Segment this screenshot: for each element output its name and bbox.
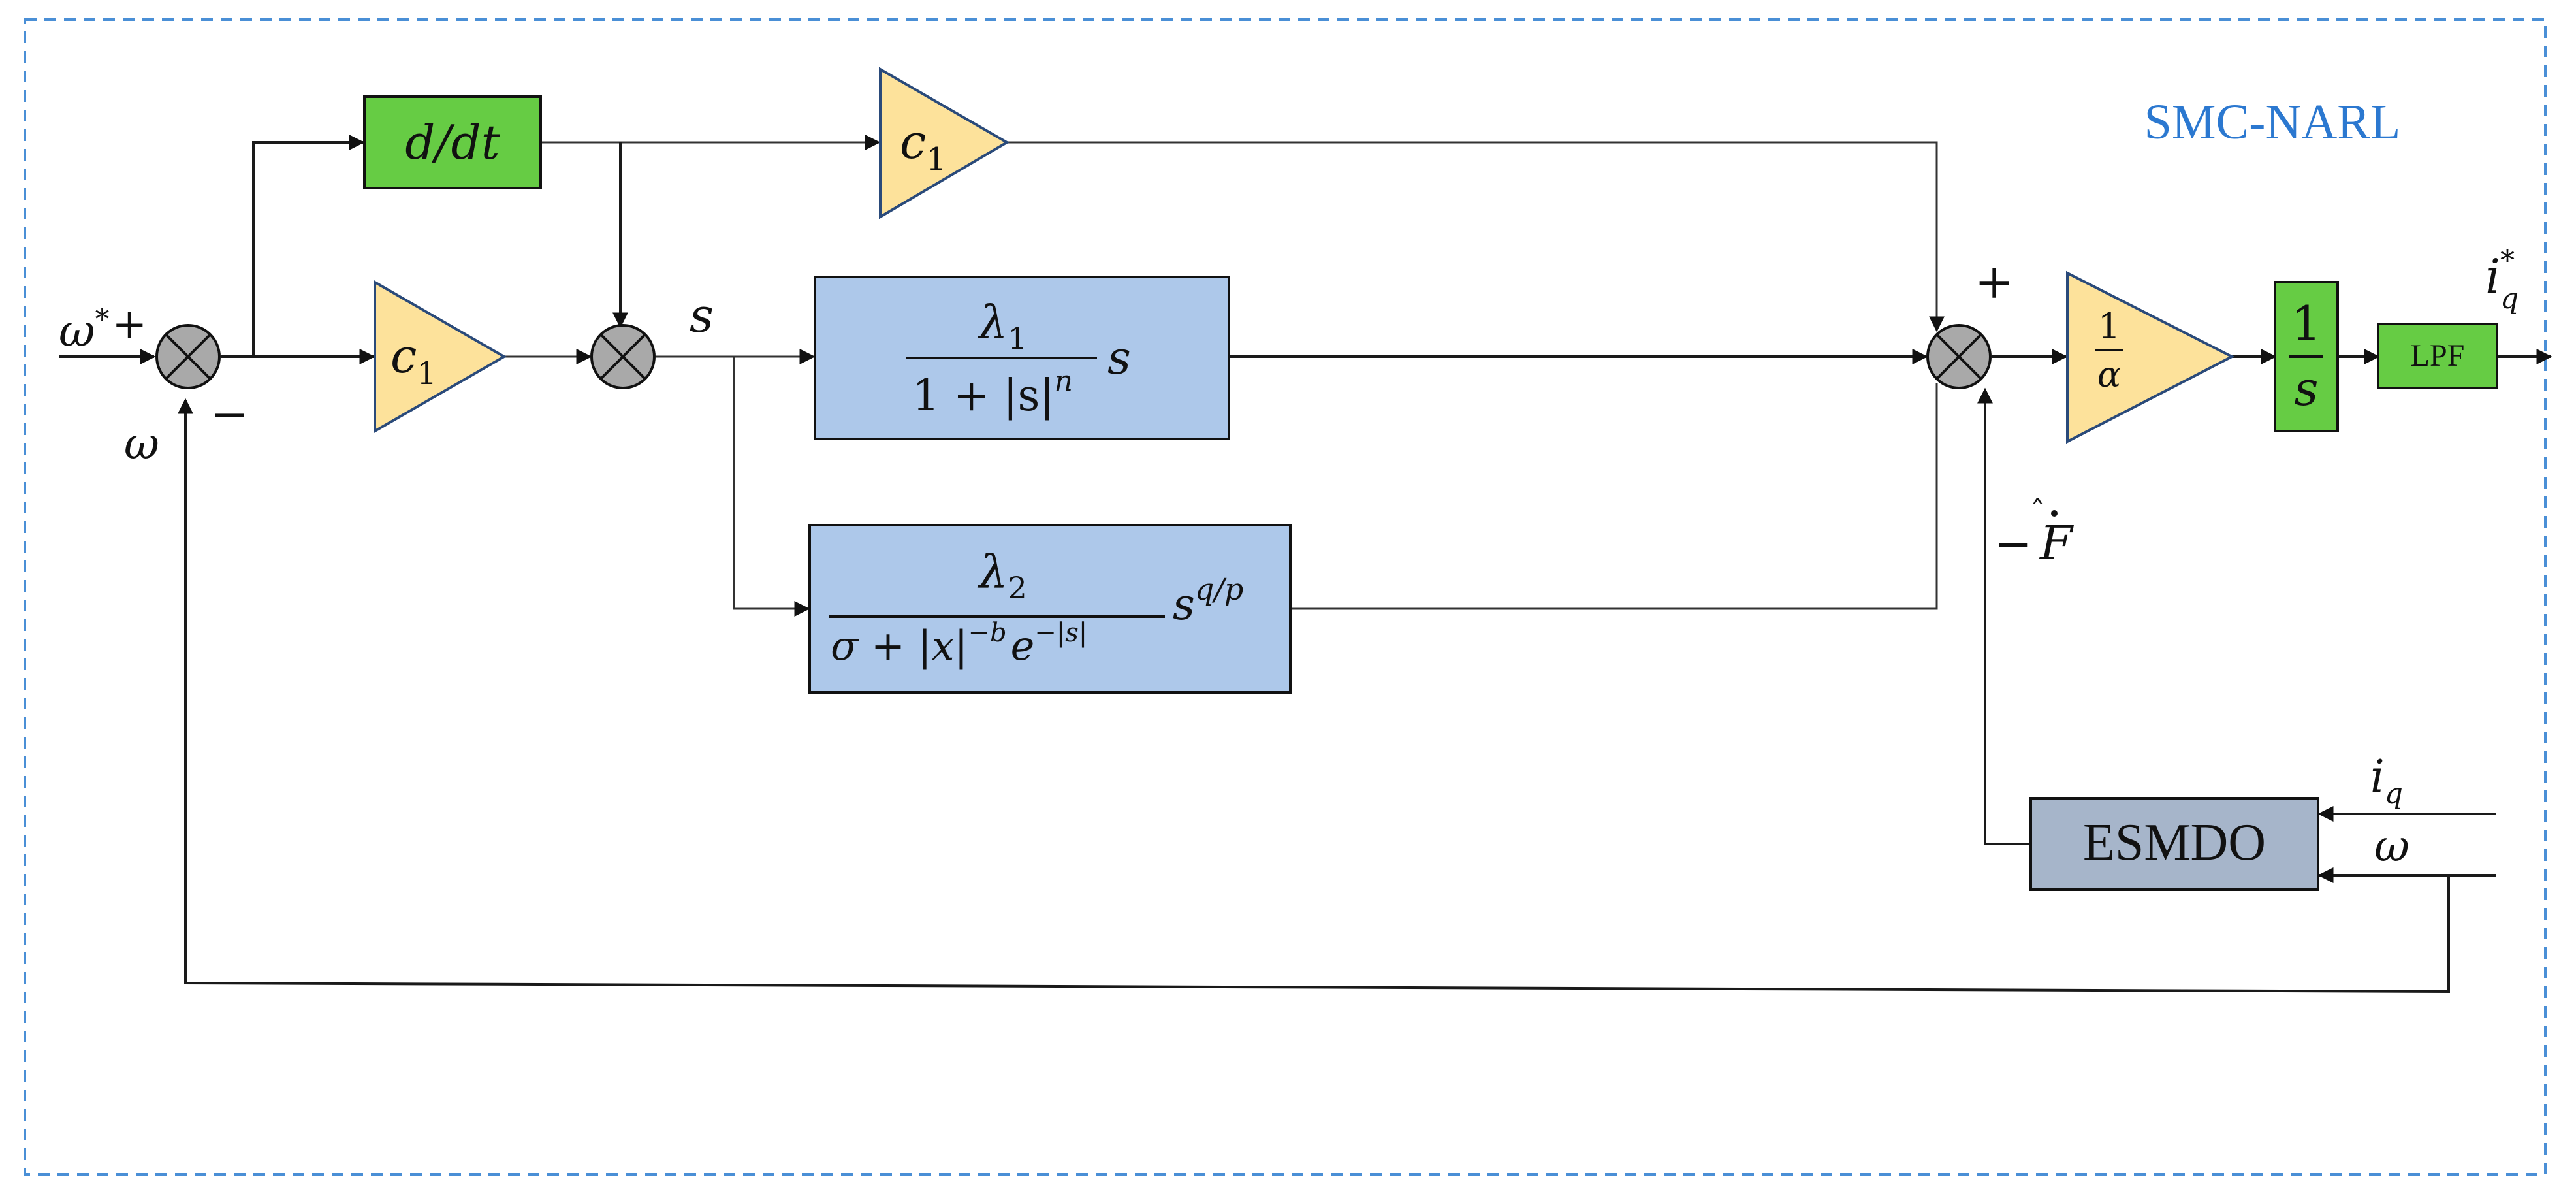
- gain-inverse-alpha-label: 1 α: [2095, 306, 2123, 395]
- speed-feedback-label: ω: [124, 419, 159, 469]
- svg-text:1 + |s|n: 1 + |s|n: [912, 364, 1073, 421]
- observer-input-omega-label: ω: [2374, 821, 2409, 871]
- feedback-minus-sign: −: [210, 387, 249, 441]
- svg-text:1: 1: [2098, 306, 2120, 347]
- derivative-block: [363, 95, 542, 189]
- svg-text:−: −: [1994, 517, 2033, 570]
- control-summer-plus: +: [1975, 254, 2014, 309]
- svg-text:α: α: [2097, 354, 2121, 395]
- reaching-law-1-expression: λ1 1 + |s|n s: [906, 296, 1131, 421]
- esmdo-observer-block: [2029, 797, 2319, 891]
- output-current-reference-label: i*q: [2485, 244, 2519, 315]
- sliding-variable-label: s: [690, 288, 714, 343]
- svg-text:λ2: λ2: [977, 545, 1027, 606]
- disturbance-estimate-label: − F ̂: [1994, 498, 2075, 570]
- gain-inverse-alpha: [2066, 270, 2235, 444]
- svg-text:s: s: [2295, 361, 2319, 416]
- frame-title: SMC-NARL: [2144, 95, 2401, 150]
- svg-text:F: F: [2039, 515, 2075, 570]
- gain-c1-top-label: c1: [900, 114, 946, 178]
- gain-c1-top: [879, 67, 1010, 219]
- gain-c1-mid-label: c1: [390, 329, 437, 392]
- svg-text:1: 1: [2291, 296, 2321, 351]
- summing-junction-error: [155, 324, 221, 389]
- esmdo-label: ESMDO: [2083, 814, 2266, 871]
- svg-text:λ1: λ1: [977, 296, 1027, 356]
- reaching-law-2-expression: λ2 σ + |x|−be−|s| sq/p: [829, 545, 1243, 670]
- reaching-law-block-2: [808, 524, 1292, 694]
- derivative-label: d/dt: [405, 115, 500, 170]
- controller-frame: [24, 18, 2547, 1176]
- svg-text:̂: ̂: [2033, 498, 2043, 504]
- summing-junction-sliding: [590, 324, 656, 389]
- signal-wires: [59, 135, 2552, 994]
- svg-text:sq/p: sq/p: [1173, 572, 1243, 630]
- lpf-label: LPF: [2411, 338, 2465, 373]
- integrator-label: 1 s: [2289, 296, 2323, 416]
- observer-input-iq-label: iq: [2370, 751, 2403, 811]
- svg-text:s: s: [1107, 331, 1131, 385]
- gain-c1-mid: [374, 280, 507, 434]
- summing-junction-control: [1926, 324, 1992, 389]
- svg-text:σ + |x|−be−|s|: σ + |x|−be−|s|: [831, 618, 1087, 670]
- lpf-block: [2377, 323, 2498, 389]
- speed-reference-label: ω*+: [59, 300, 147, 357]
